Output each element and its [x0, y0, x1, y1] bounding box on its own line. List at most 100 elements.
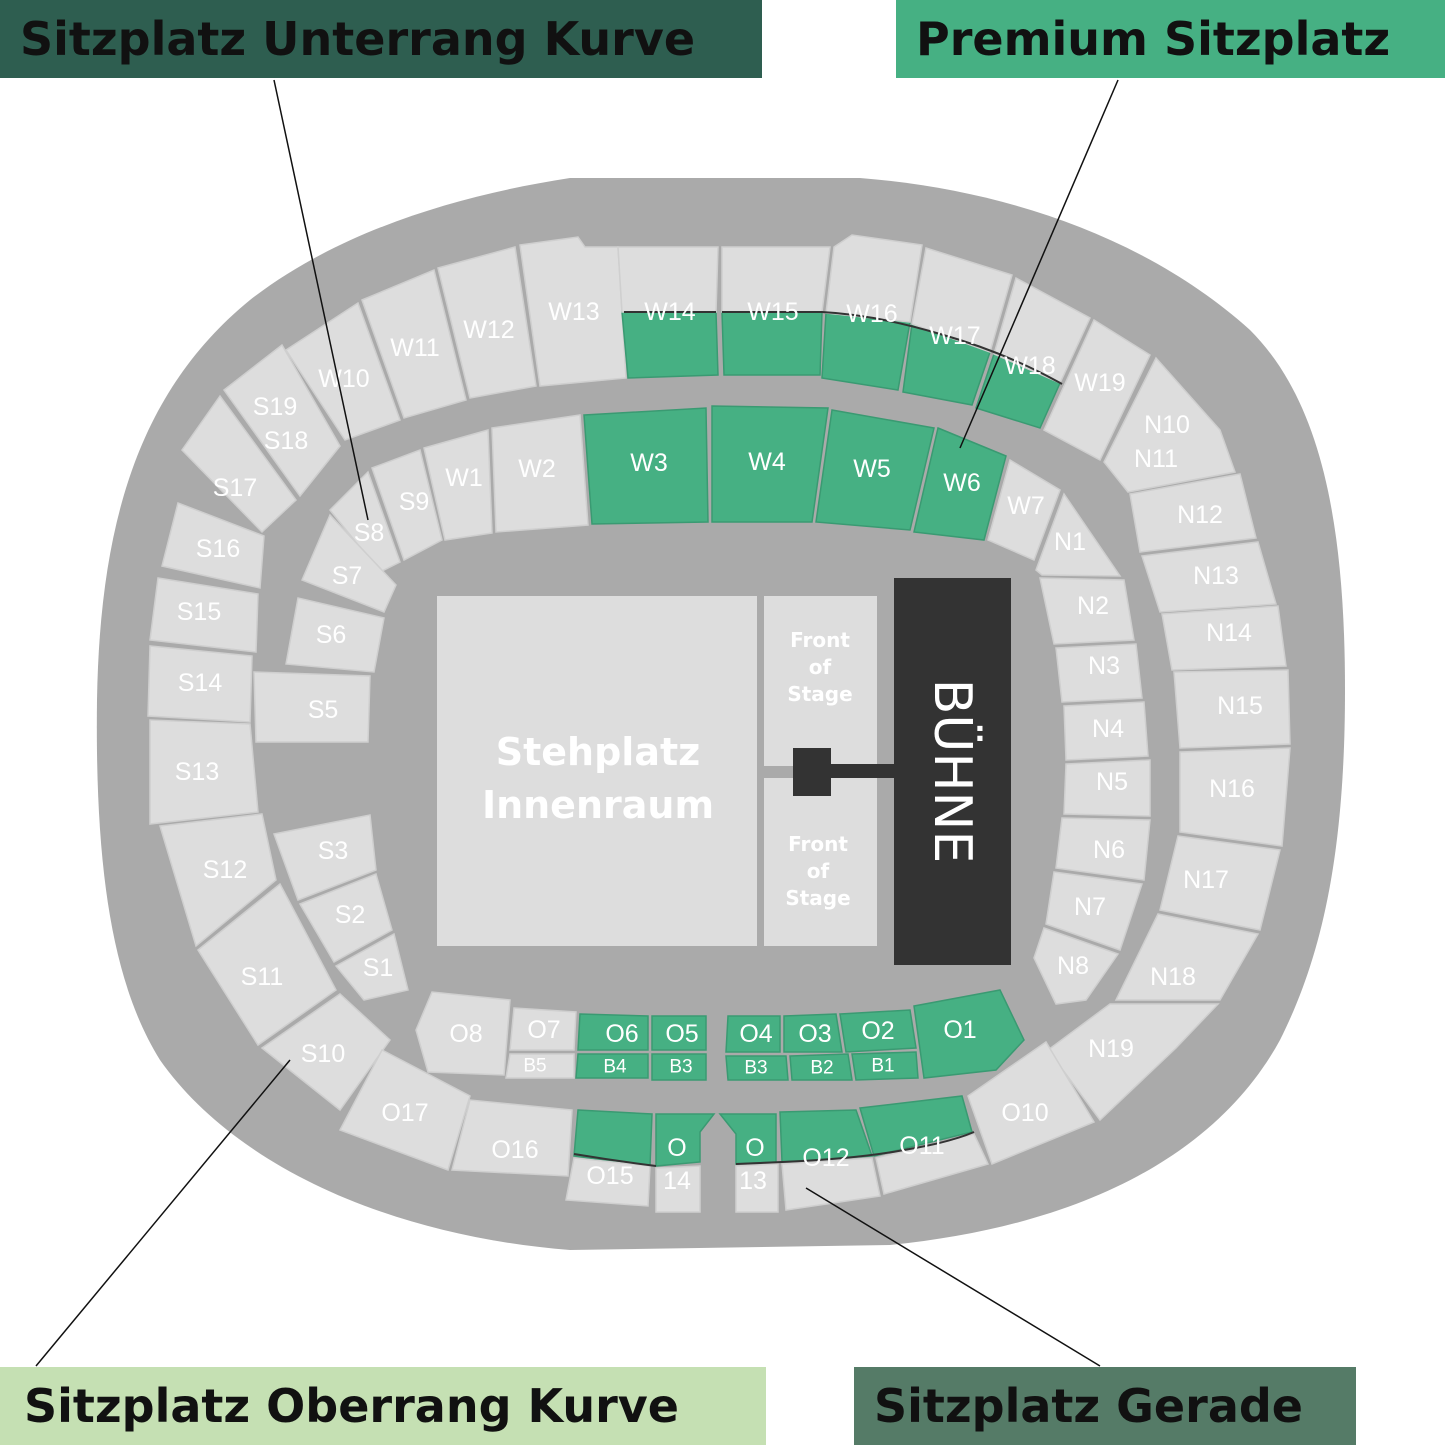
section-o4[interactable] [725, 1015, 781, 1053]
label-o14-top: O [667, 1134, 686, 1162]
label-w12: W12 [463, 316, 514, 344]
stage [894, 578, 1011, 965]
section-o3[interactable] [783, 1013, 843, 1053]
label-o3: O3 [798, 1020, 831, 1048]
section-s16[interactable] [161, 501, 265, 589]
section-n4[interactable] [1063, 701, 1149, 761]
section-o8[interactable] [415, 991, 511, 1076]
section-n10[interactable] [1103, 356, 1237, 493]
section-w7[interactable] [987, 458, 1061, 562]
section-o10[interactable] [967, 1040, 1096, 1165]
section-s2[interactable] [298, 872, 393, 964]
section-w4[interactable] [711, 405, 829, 523]
section-o12-front[interactable] [781, 1157, 881, 1211]
section-b2[interactable] [789, 1053, 853, 1081]
section-s17[interactable] [181, 394, 297, 534]
legend-premium: Premium Sitzplatz [896, 0, 1445, 78]
standing-area[interactable] [437, 596, 757, 946]
label-n7: N7 [1074, 893, 1106, 921]
section-n6[interactable] [1055, 817, 1151, 881]
section-n15[interactable] [1173, 669, 1291, 749]
section-n14[interactable] [1161, 605, 1287, 671]
label-w2: W2 [518, 455, 556, 483]
label-s18: S18 [264, 427, 308, 455]
section-b3-right[interactable] [725, 1055, 789, 1081]
front-of-stage-bottom-label-1: Front [788, 832, 848, 856]
label-s5: S5 [308, 696, 339, 724]
label-b2: B2 [810, 1058, 833, 1079]
section-s13[interactable] [149, 719, 259, 825]
section-o16[interactable] [451, 1099, 573, 1177]
section-o1[interactable] [913, 989, 1025, 1079]
section-s7[interactable] [301, 513, 397, 613]
section-b3-left[interactable] [651, 1053, 707, 1081]
label-w10: W10 [318, 365, 369, 393]
label-s13: S13 [175, 758, 219, 786]
front-of-stage-top[interactable] [764, 596, 877, 766]
section-n7[interactable] [1045, 871, 1143, 951]
section-w6[interactable] [913, 426, 1007, 541]
section-n17[interactable] [1159, 835, 1281, 931]
front-of-stage-bottom-label-2: of [807, 859, 830, 883]
section-w19[interactable] [1043, 318, 1151, 462]
section-o6[interactable] [577, 1013, 649, 1051]
section-w17-back[interactable] [911, 247, 1013, 353]
section-n13[interactable] [1141, 541, 1277, 613]
section-w5[interactable] [815, 409, 935, 531]
section-n12[interactable] [1129, 473, 1257, 553]
label-n11: N11 [1134, 445, 1178, 473]
label-n17: N17 [1183, 866, 1229, 894]
section-o14[interactable] [655, 1113, 716, 1167]
section-b4[interactable] [575, 1053, 649, 1079]
section-o15[interactable] [573, 1109, 653, 1167]
section-o14-front[interactable] [655, 1165, 701, 1213]
section-s5[interactable] [253, 671, 371, 743]
section-n18[interactable] [1114, 913, 1260, 1001]
section-s3[interactable] [272, 814, 377, 901]
label-n8: N8 [1057, 952, 1089, 980]
label-n19: N19 [1088, 1035, 1134, 1063]
section-o2[interactable] [839, 1009, 917, 1053]
label-o17: O17 [381, 1099, 428, 1127]
section-w3[interactable] [583, 407, 709, 525]
section-s11[interactable] [197, 882, 337, 1047]
section-n19[interactable] [1046, 1003, 1220, 1122]
section-s6[interactable] [285, 597, 385, 673]
section-o17[interactable] [338, 1048, 471, 1171]
label-w15: W15 [747, 298, 798, 326]
label-n5: N5 [1096, 768, 1128, 796]
section-n5[interactable] [1063, 759, 1151, 817]
section-w12[interactable] [437, 246, 537, 399]
section-w16-back[interactable] [825, 234, 923, 323]
label-w5: W5 [853, 455, 891, 483]
leader-gerade [805, 1187, 1101, 1367]
section-w10[interactable] [284, 301, 401, 441]
section-s12[interactable] [159, 813, 277, 948]
section-n1[interactable] [1035, 492, 1122, 577]
section-b5[interactable] [505, 1053, 575, 1079]
section-s19-s18[interactable] [222, 343, 341, 498]
section-n8[interactable] [1033, 927, 1120, 1005]
section-w1[interactable] [423, 429, 493, 541]
section-o15-front[interactable] [565, 1157, 651, 1207]
section-o7[interactable] [509, 1007, 577, 1051]
section-s9[interactable] [371, 449, 443, 562]
label-w19: W19 [1074, 369, 1125, 397]
section-o13-front[interactable] [735, 1163, 779, 1213]
label-s1: S1 [363, 954, 394, 982]
section-n3[interactable] [1055, 643, 1143, 703]
section-n16[interactable] [1179, 747, 1291, 847]
section-s14[interactable] [147, 645, 253, 723]
section-o12[interactable] [779, 1109, 874, 1163]
front-of-stage-bottom[interactable] [764, 778, 877, 946]
section-w2[interactable] [491, 414, 589, 533]
section-w11[interactable] [361, 268, 467, 419]
section-s1[interactable] [334, 932, 409, 1001]
section-s15[interactable] [149, 577, 259, 653]
section-b1[interactable] [851, 1051, 919, 1081]
section-o5[interactable] [651, 1015, 707, 1051]
label-w14: W14 [644, 298, 696, 326]
section-n2[interactable] [1039, 577, 1135, 645]
section-s10[interactable] [260, 993, 391, 1112]
label-n6: N6 [1093, 836, 1125, 864]
